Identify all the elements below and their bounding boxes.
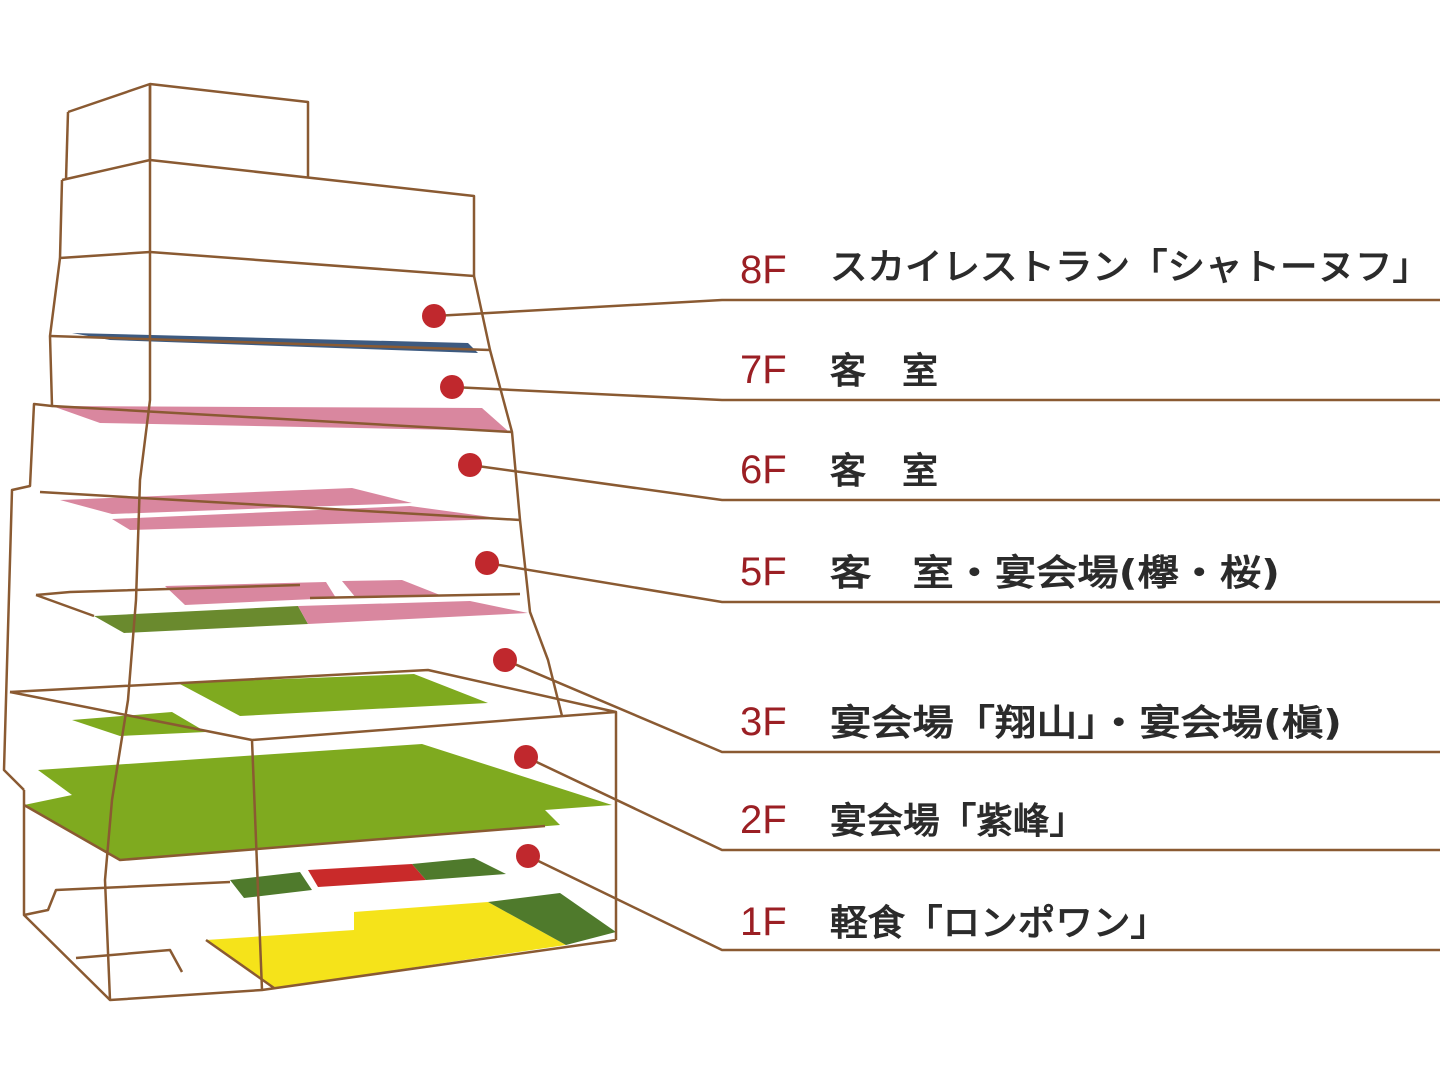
floor-number-2f: 2F [740, 798, 787, 842]
area-2f-shihou [24, 744, 612, 860]
floor-label-6f: 客 室 [830, 451, 938, 492]
floor-label-1f: 軽食「ロンポワン」 [830, 902, 1168, 944]
area-1f-cafe [206, 902, 566, 988]
building-outline [2, 82, 618, 1002]
floor-label-8f: スカイレストラン「シャトーヌフ」 [830, 247, 1430, 288]
floor-label-2f: 宴会場「紫峰」 [830, 800, 1086, 842]
leader-2f [525, 755, 1440, 852]
floor-labels: 8F スカイレストラン「シャトーヌフ」 7F 客 室 6F 客 室 5F 客 室… [740, 247, 1430, 944]
leader-6f [469, 463, 1440, 502]
area-6f-guestrooms-a [60, 488, 412, 514]
area-5f-banquet-green [94, 606, 308, 633]
floor-areas [24, 333, 616, 988]
floor-number-5f: 5F [740, 550, 787, 594]
leader-5f [486, 561, 1440, 604]
area-1f-dark-c [488, 893, 616, 945]
marker-8f [422, 304, 446, 328]
area-6f-guestrooms-b [112, 506, 505, 530]
area-1f-red [308, 864, 426, 887]
area-1f-dark-a [230, 872, 312, 898]
leader-1f [527, 854, 1440, 952]
floor-markers [422, 304, 540, 868]
area-1f-dark-b [412, 858, 506, 880]
floor-number-1f: 1F [740, 900, 787, 944]
marker-2f [514, 745, 538, 769]
marker-3f [493, 648, 517, 672]
leader-7f [451, 385, 1440, 402]
area-5f-room-b [342, 580, 440, 598]
floor-number-8f: 8F [740, 248, 787, 292]
marker-6f [458, 453, 482, 477]
floor-number-3f: 3F [740, 700, 787, 744]
area-3f-shouzan [178, 674, 488, 716]
leader-8f [433, 298, 1440, 318]
marker-7f [440, 375, 464, 399]
area-5f-banquet-pink [298, 601, 528, 624]
floor-number-7f: 7F [740, 348, 787, 392]
marker-1f [516, 844, 540, 868]
floor-label-7f: 客 室 [830, 351, 938, 392]
area-3f-maki [72, 712, 206, 736]
floor-label-5f: 客 室・宴会場(欅・桜) [830, 552, 1280, 594]
leader-3f [504, 658, 1440, 754]
floor-label-3f: 宴会場「翔山」・宴会場(槇) [830, 702, 1342, 744]
floor-number-6f: 6F [740, 448, 787, 492]
marker-5f [475, 551, 499, 575]
leader-lines [433, 298, 1440, 952]
